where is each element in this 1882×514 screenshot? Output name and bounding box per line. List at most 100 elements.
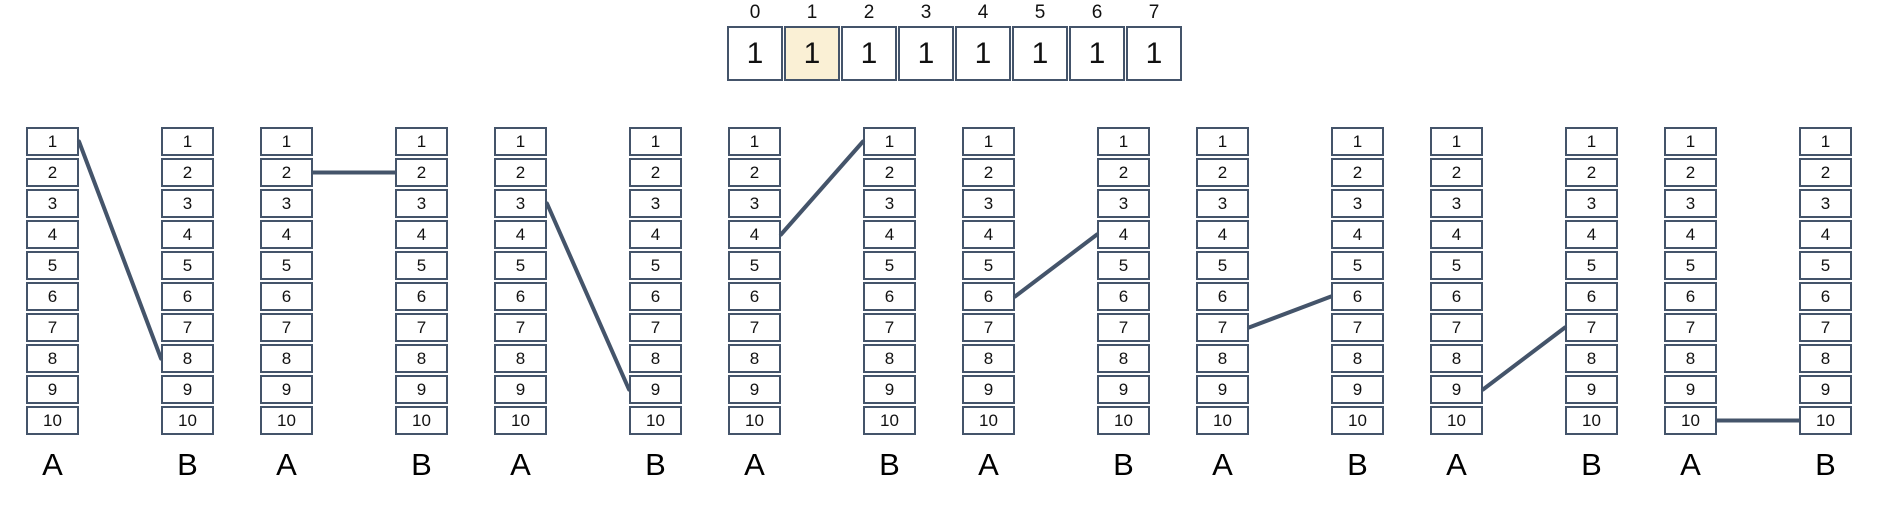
column-cell: 10 [1097, 406, 1150, 435]
array-cell: 1 [841, 26, 897, 81]
column-label-b: B [879, 447, 900, 482]
column-label-b: B [177, 447, 198, 482]
array-index-label: 2 [863, 2, 875, 23]
column-cell: 10 [260, 406, 313, 435]
column-label-b: B [411, 447, 432, 482]
column-cell: 3 [1565, 189, 1618, 218]
column-cell: 7 [1430, 313, 1483, 342]
column-cell: 8 [1196, 344, 1249, 373]
column-cell: 3 [1430, 189, 1483, 218]
array-cell: 1 [1069, 26, 1125, 81]
array-cell: 1 [727, 26, 783, 81]
column-cell: 2 [863, 158, 916, 187]
column-cell: 9 [161, 375, 214, 404]
column-cell: 2 [260, 158, 313, 187]
column-cell: 2 [629, 158, 682, 187]
column-cell: 6 [494, 282, 547, 311]
array-index-label: 3 [920, 2, 932, 23]
column-cell: 4 [494, 220, 547, 249]
column-cell: 6 [728, 282, 781, 311]
column-cell: 7 [863, 313, 916, 342]
column-cell: 4 [1430, 220, 1483, 249]
column-cell: 9 [1664, 375, 1717, 404]
column-cell: 7 [494, 313, 547, 342]
column-cell: 3 [1097, 189, 1150, 218]
column-cell: 6 [1565, 282, 1618, 311]
column-cell: 2 [728, 158, 781, 187]
column-cell: 10 [1565, 406, 1618, 435]
column-cell: 4 [26, 220, 79, 249]
column-cell: 10 [395, 406, 448, 435]
column-cell: 5 [1799, 251, 1852, 280]
column-cell: 1 [26, 127, 79, 156]
column-cell: 2 [1331, 158, 1384, 187]
column-cell: 10 [863, 406, 916, 435]
column-cell: 7 [962, 313, 1015, 342]
column-cell: 2 [1664, 158, 1717, 187]
column-cell: 5 [1565, 251, 1618, 280]
column-cell: 5 [395, 251, 448, 280]
column-label-b: B [1815, 447, 1836, 482]
column-cell: 2 [26, 158, 79, 187]
column-cell: 10 [962, 406, 1015, 435]
column-label-b: B [1581, 447, 1602, 482]
column-cell: 5 [161, 251, 214, 280]
column-cell: 5 [1664, 251, 1717, 280]
column-cell: 2 [1196, 158, 1249, 187]
column-cell: 5 [26, 251, 79, 280]
column-cell: 1 [161, 127, 214, 156]
column-cell: 6 [1799, 282, 1852, 311]
column-cell: 6 [395, 282, 448, 311]
column-cell: 9 [1196, 375, 1249, 404]
column-cell: 1 [629, 127, 682, 156]
column-cell: 3 [629, 189, 682, 218]
column-cell: 4 [1097, 220, 1150, 249]
column-cell: 4 [863, 220, 916, 249]
column-cell: 1 [1331, 127, 1384, 156]
column-cell: 4 [1565, 220, 1618, 249]
array-index-label: 6 [1091, 2, 1103, 23]
column-cell: 1 [728, 127, 781, 156]
column-cell: 9 [1799, 375, 1852, 404]
column-cell: 7 [1799, 313, 1852, 342]
column-cell: 9 [395, 375, 448, 404]
column-cell: 8 [395, 344, 448, 373]
column-label-b: B [1113, 447, 1134, 482]
column-cell: 1 [962, 127, 1015, 156]
column-cell: 9 [494, 375, 547, 404]
array-index-label: 5 [1034, 2, 1046, 23]
column-cell: 9 [1430, 375, 1483, 404]
column-cell: 3 [1196, 189, 1249, 218]
column-cell: 9 [962, 375, 1015, 404]
column-cell: 3 [26, 189, 79, 218]
column-cell: 6 [1097, 282, 1150, 311]
column-label-a: A [978, 447, 999, 482]
column-cell: 6 [1331, 282, 1384, 311]
column-cell: 8 [1664, 344, 1717, 373]
column-cell: 4 [1331, 220, 1384, 249]
column-cell: 4 [1196, 220, 1249, 249]
column-cell: 2 [161, 158, 214, 187]
array-cell: 1 [955, 26, 1011, 81]
column-cell: 5 [494, 251, 547, 280]
column-cell: 4 [395, 220, 448, 249]
column-cell: 10 [1331, 406, 1384, 435]
column-cell: 3 [1664, 189, 1717, 218]
column-cell: 8 [1331, 344, 1384, 373]
column-cell: 6 [26, 282, 79, 311]
column-cell: 8 [26, 344, 79, 373]
column-cell: 5 [1097, 251, 1150, 280]
